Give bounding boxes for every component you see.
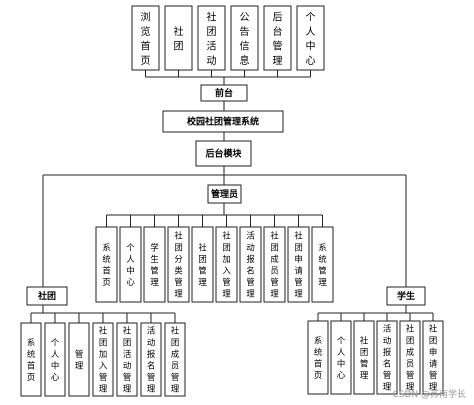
student-module-4-label: 活动报名管理 bbox=[383, 324, 392, 392]
admin-module-9-label: 社团申请管理 bbox=[294, 231, 303, 299]
admin-module-8-label: 社团成员管理 bbox=[270, 231, 279, 299]
club-node: 社团 bbox=[26, 286, 68, 306]
student-module-3: 社团管理 bbox=[353, 320, 375, 395]
frontend-module-4: 公告信息 bbox=[230, 5, 259, 71]
backend-node-label: 后台模块 bbox=[205, 148, 242, 160]
admin-module-10: 系统管理 bbox=[311, 226, 334, 303]
club-module-4-label: 社团加入管理 bbox=[99, 326, 108, 394]
student-module-6-label: 社团申请管理 bbox=[429, 324, 438, 392]
student-module-1-label: 系统首页 bbox=[314, 335, 323, 380]
admin-module-5: 社团管理 bbox=[191, 226, 214, 303]
club-module-5-label: 社团活动管理 bbox=[123, 326, 132, 394]
club-module-2: 个人中心 bbox=[44, 322, 66, 397]
student-module-2: 个人中心 bbox=[330, 320, 352, 395]
club-module-5: 社团活动管理 bbox=[116, 322, 138, 397]
student-module-3-label: 社团管理 bbox=[360, 335, 369, 380]
frontend-module-2: 社团 bbox=[164, 5, 193, 71]
admin-module-6-label: 社团加入管理 bbox=[222, 231, 231, 299]
admin-module-7: 活动报名管理 bbox=[239, 226, 262, 303]
system-title-node: 校园社团管理系统 bbox=[162, 110, 284, 133]
admin-module-5-label: 社团管理 bbox=[198, 242, 207, 287]
admin-module-7-label: 活动报名管理 bbox=[246, 231, 255, 299]
club-module-4: 社团加入管理 bbox=[92, 322, 114, 397]
student-node-label: 学生 bbox=[397, 290, 415, 302]
system-title-node-label: 校园社团管理系统 bbox=[187, 116, 259, 128]
club-module-7: 社团成员管理 bbox=[164, 322, 186, 397]
club-module-3-label: 管理 bbox=[75, 349, 84, 371]
frontend-module-5-label: 后台管理 bbox=[273, 11, 283, 67]
student-module-2-label: 个人中心 bbox=[337, 335, 346, 380]
admin-module-3-label: 学生管理 bbox=[150, 242, 159, 287]
admin-module-4-label: 社团分类管理 bbox=[174, 231, 183, 299]
frontend-module-6: 个人中心 bbox=[296, 5, 325, 71]
frontend-module-1-label: 浏览首页 bbox=[141, 10, 151, 67]
frontend-module-1: 浏览首页 bbox=[131, 5, 160, 71]
club-module-3: 管理 bbox=[68, 322, 90, 397]
admin-module-8: 社团成员管理 bbox=[263, 226, 286, 303]
student-module-5-label: 社团成员管理 bbox=[406, 324, 415, 392]
admin-module-3: 学生管理 bbox=[143, 226, 166, 303]
admin-node: 管理员 bbox=[207, 184, 242, 204]
club-module-2-label: 个人中心 bbox=[51, 337, 60, 382]
club-module-6-label: 活动报名管理 bbox=[147, 326, 156, 394]
backend-node: 后台模块 bbox=[195, 140, 252, 167]
admin-node-label: 管理员 bbox=[211, 188, 238, 200]
frontend-module-4-label: 公告信息 bbox=[240, 12, 250, 67]
admin-module-2: 个人中心 bbox=[119, 226, 142, 303]
frontend-module-3-label: 社团活动 bbox=[207, 10, 217, 67]
frontend-module-2-label: 社团 bbox=[174, 25, 184, 53]
watermark: CSDN @苏南学长 bbox=[392, 390, 466, 400]
student-module-4: 活动报名管理 bbox=[376, 320, 398, 395]
admin-module-2-label: 个人中心 bbox=[126, 242, 135, 287]
club-module-1-label: 系统首页 bbox=[27, 337, 36, 382]
student-node: 学生 bbox=[386, 286, 426, 306]
student-module-1: 系统首页 bbox=[307, 320, 329, 395]
club-module-6: 活动报名管理 bbox=[140, 322, 162, 397]
admin-module-9: 社团申请管理 bbox=[287, 226, 310, 303]
club-module-7-label: 社团成员管理 bbox=[171, 326, 180, 394]
admin-module-1-label: 系统首页 bbox=[102, 242, 111, 287]
student-module-6: 社团申请管理 bbox=[422, 320, 444, 395]
admin-module-4: 社团分类管理 bbox=[167, 226, 190, 303]
frontend-node-label: 前台 bbox=[215, 87, 233, 99]
frontend-module-3: 社团活动 bbox=[197, 5, 226, 71]
frontend-module-5: 后台管理 bbox=[263, 5, 292, 71]
frontend-node: 前台 bbox=[200, 84, 248, 102]
student-module-5: 社团成员管理 bbox=[399, 320, 421, 395]
frontend-module-6-label: 个人中心 bbox=[306, 11, 316, 67]
club-node-label: 社团 bbox=[37, 290, 56, 302]
admin-module-10-label: 系统管理 bbox=[318, 242, 327, 287]
admin-module-6: 社团加入管理 bbox=[215, 226, 238, 303]
admin-module-1: 系统首页 bbox=[95, 226, 118, 303]
club-module-1: 系统首页 bbox=[20, 322, 42, 397]
